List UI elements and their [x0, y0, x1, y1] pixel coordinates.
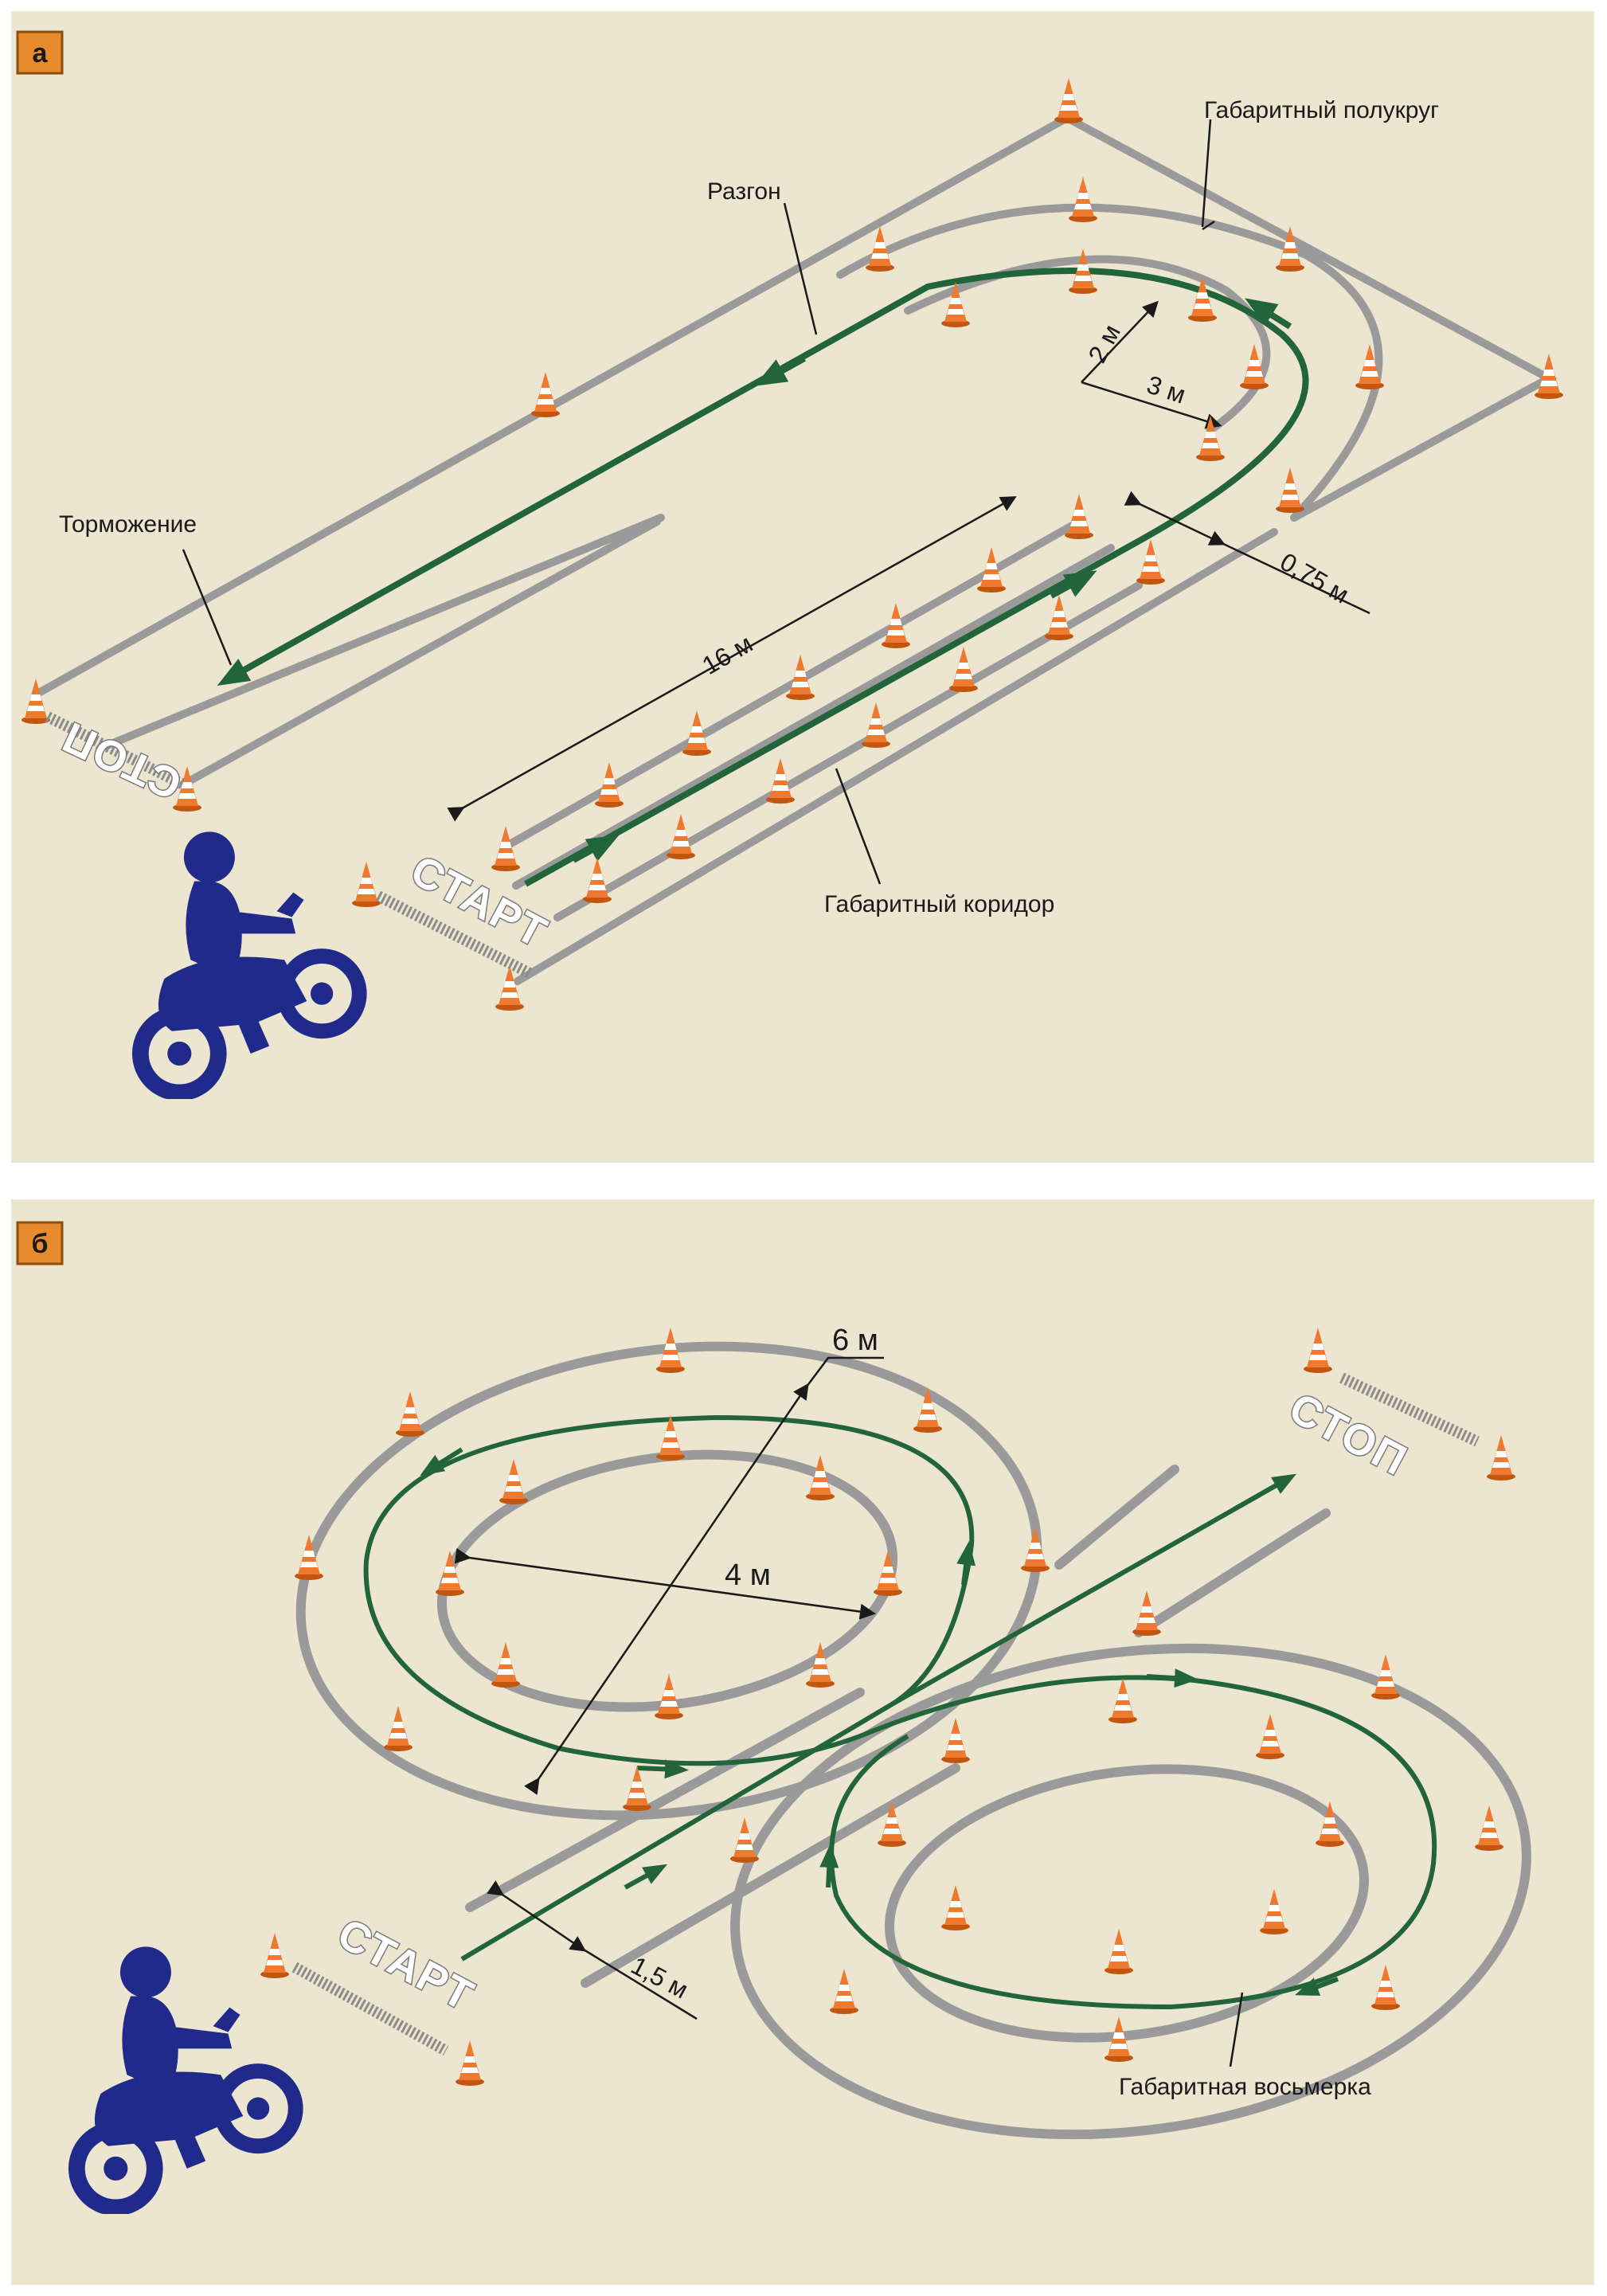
panel-b-label-figure-eight: Габаритная восьмерка	[1119, 2074, 1371, 2100]
panel-a-dim-075m-leader	[1218, 540, 1370, 615]
panel-a-braking-leader	[182, 549, 233, 666]
panel-a-dimensions	[182, 119, 1370, 885]
panel-b-route-arrow-exit	[1233, 1473, 1297, 1512]
panel-b-exit-lane-upper	[1054, 1465, 1179, 1570]
panel-b: б	[11, 1199, 1594, 2285]
panel-a-label-braking: Торможение	[59, 511, 197, 538]
panel-b-route-arrow-7	[819, 1844, 839, 1888]
panel-b-route-arrow-5	[1146, 1668, 1198, 1688]
panel-a-route-arrow-1	[572, 835, 620, 863]
panel-b-route-arrow-start	[624, 1864, 668, 1890]
panel-b-dim-6m: 6 м	[832, 1324, 878, 1357]
panel-a-stop-hatch	[45, 711, 186, 790]
panel-b-stop-hatch	[1339, 1372, 1480, 1447]
panel-a-route-arrow-2	[1050, 570, 1097, 599]
panel-b-lower-inner-ring	[885, 1764, 1369, 2043]
panel-a-dim-075m-line	[1124, 491, 1226, 546]
panel-a-label-semicircle: Габаритный полукруг	[1204, 97, 1439, 123]
panel-b-lower-outer-ring	[730, 1643, 1531, 2140]
panel-a-route-arrow-4	[754, 355, 806, 386]
panel-a-dim-2m-line	[1081, 300, 1159, 383]
panel-b-dim-4m-line	[454, 1547, 876, 1620]
panel-b-route-arrow-3	[636, 1759, 689, 1779]
panel-b-start-hatch	[291, 1962, 449, 2056]
panel-b-dimensions	[454, 1356, 1244, 2067]
panel-a-dim-3m-line	[1081, 381, 1222, 429]
panel-b-start-lane-lower	[581, 1763, 960, 1988]
panel-b-route-arrow-2	[420, 1447, 463, 1476]
panel-b-route-arrow-4	[956, 1541, 976, 1586]
panel-b-dim-15m-line	[487, 1880, 587, 1952]
panel-b-route-figure-eight	[363, 1414, 1437, 2010]
panel-a-badge	[16, 30, 64, 75]
panel-b-route-exit	[890, 1477, 1288, 1707]
panel-b-badge	[16, 1221, 64, 1265]
panel-a-semicircle-leader	[1202, 220, 1215, 231]
panel-b-exit-lane-lower	[1134, 1508, 1331, 1637]
panel-b-route	[363, 1414, 1437, 2010]
panel-a-label-corridor: Габаритный коридор	[824, 891, 1054, 917]
panel-a-route-arrow-3	[1245, 298, 1292, 330]
panel-a-corridor-leader	[835, 768, 882, 885]
panel-a-route-arrow-5	[217, 656, 264, 686]
panel-b-figure-eight-leader	[1229, 1992, 1244, 2067]
panel-a-semicircle-leader-2	[1201, 119, 1212, 228]
panel-a-dim-16m-line	[447, 496, 1017, 822]
panel-a-acceleration-leader	[783, 202, 818, 335]
panel-a-route	[237, 268, 1309, 887]
panel-a-badge-text: а	[33, 38, 49, 68]
panel-b-badge-text: б	[31, 1229, 48, 1259]
panel-b-dim-6m-leader	[804, 1356, 884, 1391]
panel-b-dim-4m: 4 м	[725, 1559, 771, 1592]
panel-a-label-acceleration: Разгон	[707, 178, 781, 205]
panel-b-dim-15m-leader	[579, 1946, 698, 2020]
panel-a: а	[11, 11, 1594, 1163]
panel-b-background	[11, 1199, 1594, 2285]
panel-b-route-arrow-6	[1294, 1977, 1339, 1996]
